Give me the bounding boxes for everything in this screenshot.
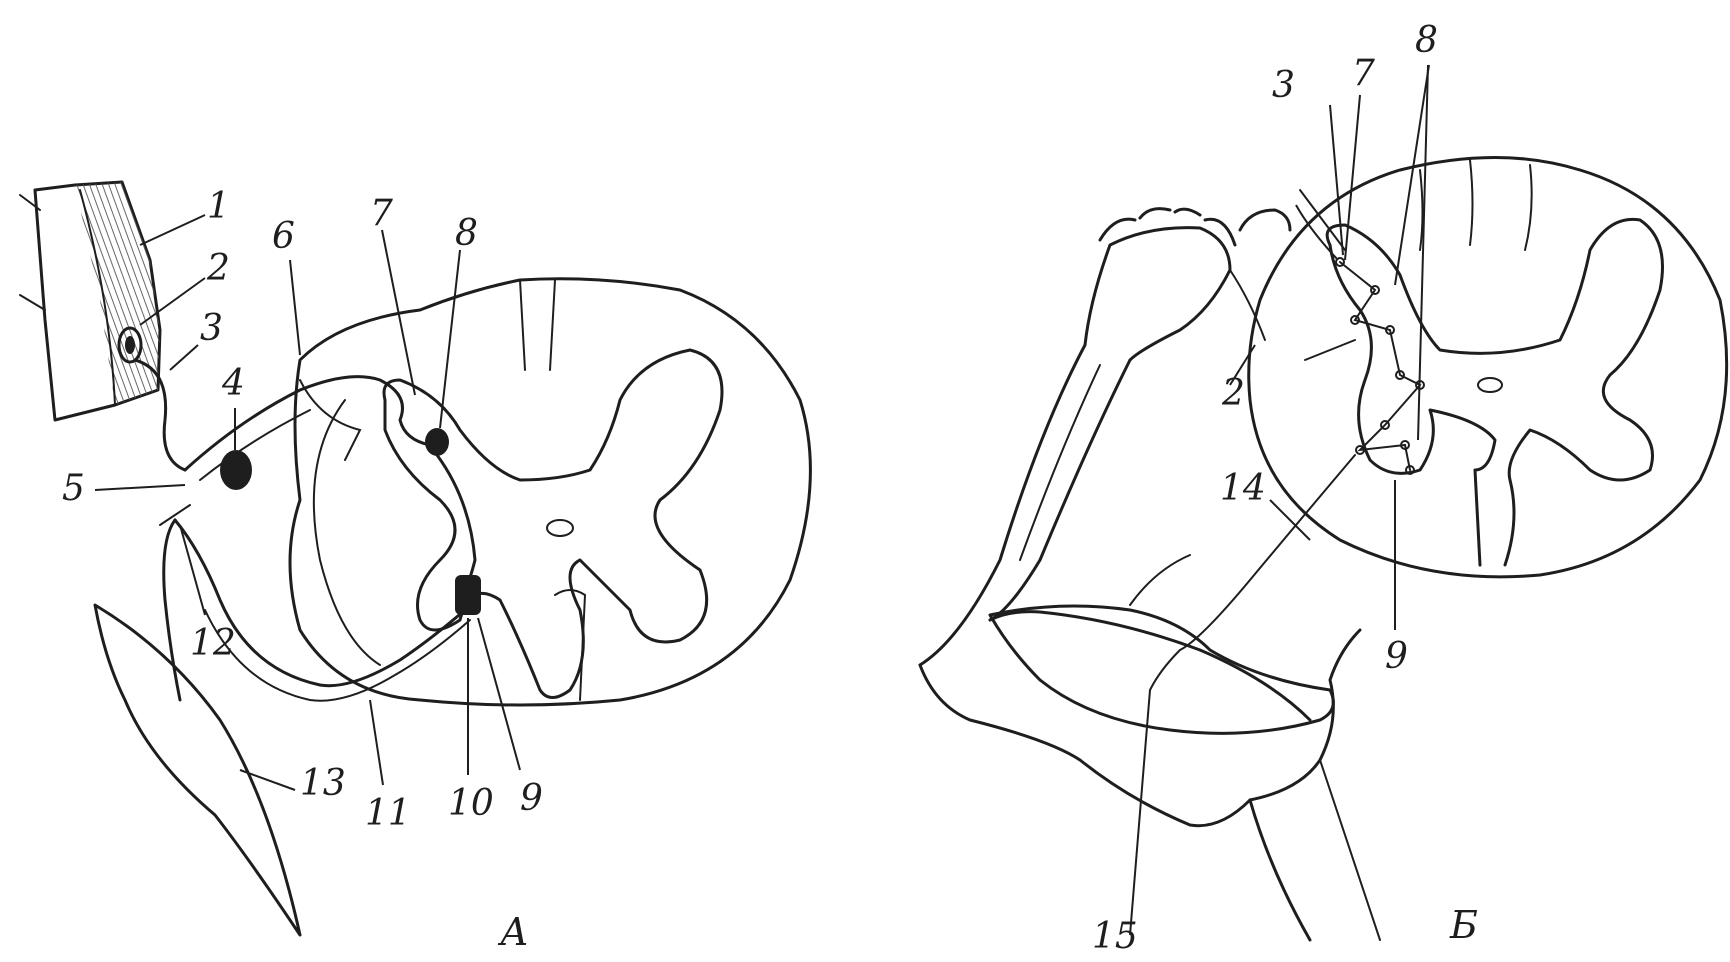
label-b-2: 2 [1221, 373, 1245, 414]
spinal-cord-section-a [290, 279, 810, 705]
panel-a: 1 2 3 4 5 6 7 8 9 10 11 12 13 А [20, 182, 810, 954]
spinal-cord-section-b [1150, 158, 1727, 691]
label-a-2: 2 [206, 248, 230, 289]
biceps-muscle [990, 555, 1333, 733]
arm-outline [920, 209, 1380, 940]
label-b-3: 3 [1272, 65, 1295, 106]
label-b-9: 9 [1385, 636, 1408, 677]
label-a-4: 4 [221, 363, 245, 404]
label-a-11: 11 [365, 793, 411, 834]
label-a-3: 3 [200, 308, 223, 349]
label-b-8: 8 [1415, 20, 1438, 61]
label-a-5: 5 [62, 468, 85, 509]
skin-section [20, 182, 160, 420]
label-b-15: 15 [1092, 916, 1138, 957]
label-a-9: 9 [520, 778, 543, 819]
label-b-14: 14 [1220, 468, 1266, 509]
panel-b: 3 7 8 2 14 9 15 Б [920, 20, 1727, 957]
label-a-7: 7 [370, 193, 393, 234]
motor-neuron [455, 575, 481, 615]
spinal-ganglion [220, 450, 252, 490]
caption-b: Б [1449, 903, 1478, 947]
sensory-pathway [135, 360, 481, 701]
label-a-12: 12 [190, 623, 236, 664]
label-a-8: 8 [455, 213, 478, 254]
caption-a: А [497, 910, 529, 954]
label-a-10: 10 [448, 783, 494, 824]
label-a-6: 6 [272, 216, 295, 257]
label-a-1: 1 [207, 186, 230, 227]
label-a-13: 13 [300, 763, 346, 804]
label-b-7: 7 [1352, 53, 1375, 94]
neuron-cluster [1336, 258, 1424, 474]
interneuron [425, 428, 449, 456]
panel-b-leaders [1130, 65, 1429, 935]
